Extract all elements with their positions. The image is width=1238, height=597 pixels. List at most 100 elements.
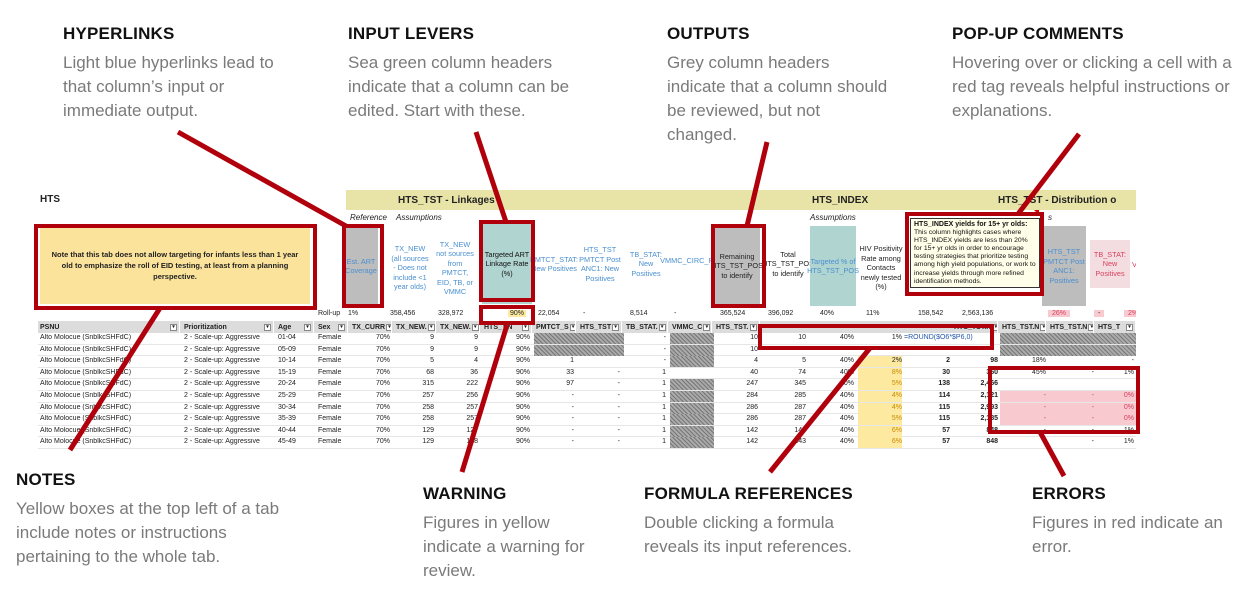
cell-txa[interactable]: 9 — [430, 345, 434, 353]
col-header-targeted-pct[interactable]: Targeted % of HTS_TST_POS — [807, 226, 859, 306]
cell-art[interactable]: 70% — [375, 334, 390, 341]
pivot-header-cell[interactable]: PSNU▾ — [38, 321, 180, 333]
cell-prio[interactable]: 2 - Scale-up: Aggressive — [184, 368, 260, 376]
cell-c[interactable]: 45% — [1031, 368, 1046, 376]
cell-prio[interactable]: 2 - Scale-up: Aggressive — [184, 415, 260, 423]
cell-txb[interactable]: 36 — [470, 368, 478, 376]
cell-txb[interactable]: 127 — [466, 426, 478, 434]
cell-txa[interactable]: 257 — [422, 392, 434, 399]
cell-a[interactable]: 2 — [946, 357, 950, 365]
cell-rem[interactable]: 142 — [746, 438, 758, 446]
cell-txb[interactable]: 222 — [466, 380, 478, 388]
col-header-hts-pmtct[interactable]: HTS_TST PMTCT Post ANC1: New Positives — [579, 245, 621, 283]
cell-hp[interactable]: - — [617, 380, 620, 388]
cell-d[interactable]: - — [1091, 415, 1094, 423]
cell-sex[interactable]: Female — [318, 426, 342, 434]
cell-tot[interactable]: 10 — [798, 334, 806, 341]
cell-psnu[interactable]: Alto Molocue (SnblkcSHFdC) — [40, 392, 132, 399]
cell-prio[interactable]: 2 - Scale-up: Aggressive — [184, 334, 260, 341]
cell-sex[interactable]: Female — [318, 380, 342, 388]
cell-lk[interactable]: 90% — [515, 415, 530, 423]
cell-prio[interactable]: 2 - Scale-up: Aggressive — [184, 345, 260, 353]
col-header-linkage[interactable]: Targeted ART Linkage Rate (%) — [482, 224, 532, 304]
cell-lk[interactable]: 90% — [515, 403, 530, 411]
cell-art[interactable]: 70% — [375, 403, 390, 411]
filter-dropdown-icon[interactable]: ▾ — [338, 323, 345, 331]
pivot-header-cell[interactable]: HTS_TST▾ — [578, 321, 622, 333]
cell-pm[interactable]: - — [571, 438, 574, 446]
cell-d[interactable]: - — [1091, 392, 1094, 399]
cell-tot[interactable]: 143 — [794, 426, 806, 434]
cell-sex[interactable]: Female — [318, 392, 342, 399]
cell-a[interactable]: 57 — [942, 426, 950, 434]
cell-age[interactable]: 30-34 — [278, 403, 296, 411]
cell-e[interactable]: 1% — [1123, 368, 1134, 376]
cell-pos[interactable]: 5% — [891, 415, 902, 423]
cell-b[interactable]: 98 — [990, 357, 998, 365]
filter-dropdown-icon[interactable]: ▾ — [304, 323, 311, 331]
cell-tot[interactable]: 287 — [794, 415, 806, 423]
pivot-header-cell[interactable]: TX_CURR▾ — [350, 321, 392, 333]
cell-age[interactable]: 40-44 — [278, 426, 296, 434]
cell-tpct[interactable]: 40% — [839, 426, 854, 434]
cell-age[interactable]: 20-24 — [278, 380, 296, 388]
pivot-header-cell[interactable]: HTS_T▾ — [1096, 321, 1136, 333]
cell-pos[interactable]: 8% — [891, 368, 902, 376]
cell-age[interactable]: 10-14 — [278, 357, 296, 365]
cell-a[interactable]: 115 — [938, 403, 950, 411]
col-header-tb-stat-2[interactable]: TB_STAT: New Positives — [1090, 240, 1130, 288]
cell-pm[interactable]: - — [571, 392, 574, 399]
cell-tb[interactable]: 1 — [662, 403, 666, 411]
cell-rem[interactable]: 142 — [746, 426, 758, 434]
cell-c[interactable]: - — [1043, 438, 1046, 446]
cell-txa[interactable]: 68 — [426, 368, 434, 376]
cell-tb[interactable]: 1 — [662, 380, 666, 388]
cell-tpct[interactable]: 40% — [839, 438, 854, 446]
cell-txa[interactable]: 9 — [430, 334, 434, 341]
cell-rem[interactable]: 286 — [746, 415, 758, 423]
cell-d[interactable]: - — [1091, 403, 1094, 411]
cell-txb[interactable]: 4 — [474, 357, 478, 365]
cell-art[interactable]: 70% — [375, 392, 390, 399]
cell-tb[interactable]: 1 — [662, 392, 666, 399]
cell-pm[interactable]: 97 — [566, 380, 574, 388]
cell-psnu[interactable]: Alto Molocue (SnblkcSHFdC) — [40, 438, 132, 446]
filter-dropdown-icon[interactable]: ▾ — [569, 323, 575, 331]
cell-tot[interactable]: 287 — [794, 403, 806, 411]
cell-hp[interactable]: - — [617, 438, 620, 446]
cell-rem[interactable]: 10 — [750, 345, 758, 353]
cell-age[interactable]: 45-49 — [278, 438, 296, 446]
filter-dropdown-icon[interactable]: ▾ — [427, 323, 435, 331]
cell-sex[interactable]: Female — [318, 357, 342, 365]
cell-lk[interactable]: 90% — [515, 345, 530, 353]
cell-e[interactable]: 0% — [1123, 392, 1134, 399]
cell-age[interactable]: 15-19 — [278, 368, 296, 376]
cell-a[interactable]: 115 — [938, 415, 950, 423]
pivot-header-cell[interactable]: VMMC_C▾ — [670, 321, 712, 333]
cell-psnu[interactable]: Alto Molocue (SnblkcSHFdC) — [40, 415, 132, 423]
cell-pos[interactable]: 5% — [891, 380, 902, 388]
cell-tpct[interactable]: 40% — [839, 392, 854, 399]
cell-age[interactable]: 35-39 — [278, 415, 296, 423]
col-header-est-art[interactable]: Est. ART Coverage — [344, 226, 378, 306]
cell-pos[interactable]: 4% — [891, 403, 902, 411]
cell-pos[interactable]: 6% — [891, 426, 902, 434]
filter-dropdown-icon[interactable]: ▾ — [703, 323, 711, 331]
cell-lk[interactable]: 90% — [515, 368, 530, 376]
pivot-header-cell[interactable]: Prioritization▾ — [182, 321, 274, 333]
cell-art[interactable]: 70% — [375, 345, 390, 353]
cell-tot[interactable]: 345 — [794, 380, 806, 388]
cell-txa[interactable]: 129 — [422, 438, 434, 446]
cell-txa[interactable]: 258 — [422, 415, 434, 423]
col-header-tx-new-not[interactable]: TX_NEW not sources from PMTCT, EID, TB, … — [436, 239, 474, 297]
cell-sex[interactable]: Female — [318, 438, 342, 446]
cell-txa[interactable]: 258 — [422, 403, 434, 411]
cell-c[interactable]: - — [1043, 415, 1046, 423]
cell-art[interactable]: 70% — [375, 357, 390, 365]
cell-e[interactable]: - — [1131, 357, 1134, 365]
cell-txa[interactable]: 129 — [422, 426, 434, 434]
cell-age[interactable]: 01-04 — [278, 334, 296, 341]
cell-prio[interactable]: 2 - Scale-up: Aggressive — [184, 426, 260, 434]
cell-c[interactable]: 18% — [1031, 357, 1046, 365]
cell-prio[interactable]: 2 - Scale-up: Aggressive — [184, 438, 260, 446]
